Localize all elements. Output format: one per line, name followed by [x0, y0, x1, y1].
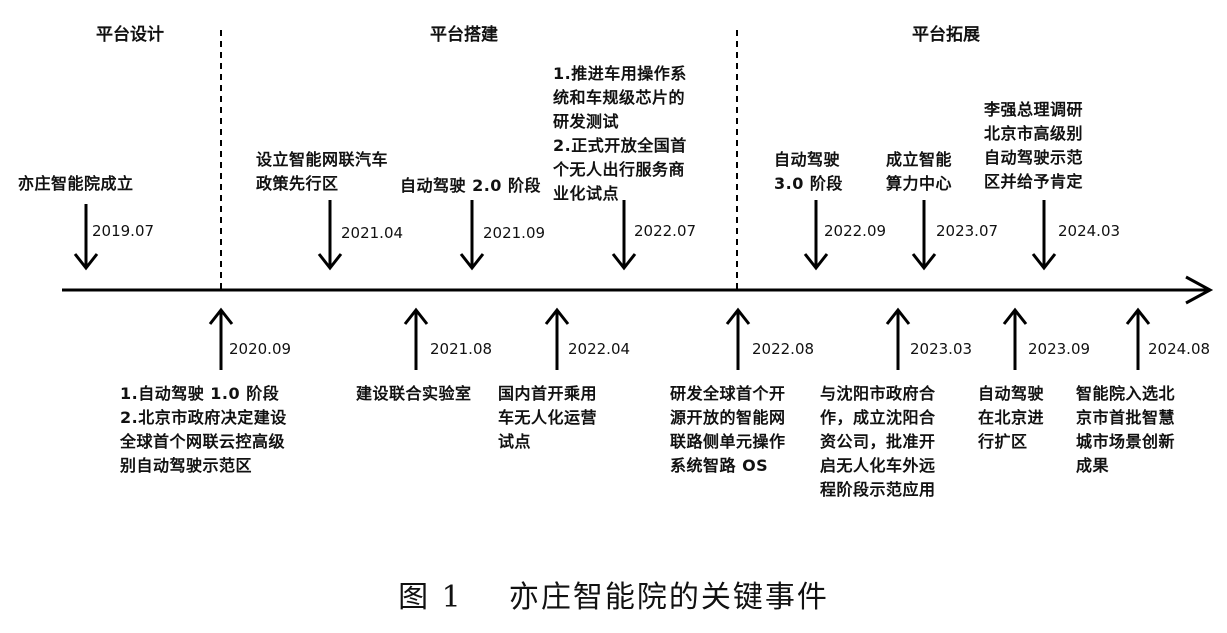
up-arrow — [1125, 307, 1151, 370]
phase-label-design: 平台设计 — [96, 25, 164, 45]
up-arrow — [208, 307, 234, 370]
up-arrow — [403, 307, 429, 370]
event-date: 2022.04 — [568, 340, 631, 358]
event-date: 2023.09 — [1028, 340, 1091, 358]
event-text: 自动驾驶 在北京进 行扩区 — [978, 384, 1045, 451]
event-date: 2021.08 — [430, 340, 493, 358]
up-arrow — [544, 307, 570, 370]
event-text: 成立智能 算力中心 — [886, 150, 953, 193]
down-arrow — [459, 200, 485, 271]
event-text: 亦庄智能院成立 — [18, 174, 134, 193]
event-date: 2021.09 — [483, 224, 546, 242]
event-date: 2022.09 — [824, 222, 887, 240]
event-date: 2021.04 — [341, 224, 404, 242]
down-arrow — [73, 204, 99, 271]
event-date: 2019.07 — [92, 222, 155, 240]
event-text: 1.推进车用操作系 统和车规级芯片的 研发测试 2.正式开放全国首 个无人出行服… — [553, 64, 687, 203]
event-date: 2024.03 — [1058, 222, 1121, 240]
phase-label-build: 平台搭建 — [430, 25, 498, 45]
event-date: 2022.07 — [634, 222, 697, 240]
event-date: 2023.03 — [910, 340, 973, 358]
timeline-arrowhead — [1185, 275, 1214, 305]
event-text: 与沈阳市政府合 作，成立沈阳合 资公司，批准开 启无人化车外远 程阶段示范应用 — [820, 384, 936, 499]
up-arrow — [1002, 307, 1028, 370]
up-arrow — [885, 307, 911, 370]
event-date: 2024.08 — [1148, 340, 1211, 358]
event-text: 李强总理调研 北京市高级别 自动驾驶示范 区并给予肯定 — [984, 100, 1084, 191]
event-date: 2022.08 — [752, 340, 815, 358]
phase-label-expand: 平台拓展 — [912, 25, 980, 45]
down-arrow — [317, 200, 343, 271]
event-text: 1.自动驾驶 1.0 阶段 2.北京市政府决定建设 全球首个网联云控高级 别自动… — [120, 384, 287, 475]
event-date: 2023.07 — [936, 222, 999, 240]
event-text: 建设联合实验室 — [356, 384, 472, 403]
down-arrow — [803, 200, 829, 271]
event-text: 智能院入选北 京市首批智慧 城市场景创新 成果 — [1076, 384, 1176, 475]
event-text: 自动驾驶 2.0 阶段 — [400, 176, 541, 195]
down-arrow — [1031, 200, 1057, 271]
event-text: 国内首开乘用 车无人化运营 试点 — [498, 384, 598, 451]
down-arrow — [611, 200, 637, 271]
event-text: 研发全球首个开 源开放的智能网 联路侧单元操作 系统智路 OS — [670, 384, 786, 475]
down-arrow — [911, 200, 937, 271]
event-text: 设立智能网联汽车 政策先行区 — [256, 150, 389, 193]
event-text: 自动驾驶 3.0 阶段 — [774, 150, 843, 193]
up-arrow — [725, 307, 751, 370]
figure-caption: 图 1 亦庄智能院的关键事件 — [398, 580, 829, 615]
event-date: 2020.09 — [229, 340, 292, 358]
